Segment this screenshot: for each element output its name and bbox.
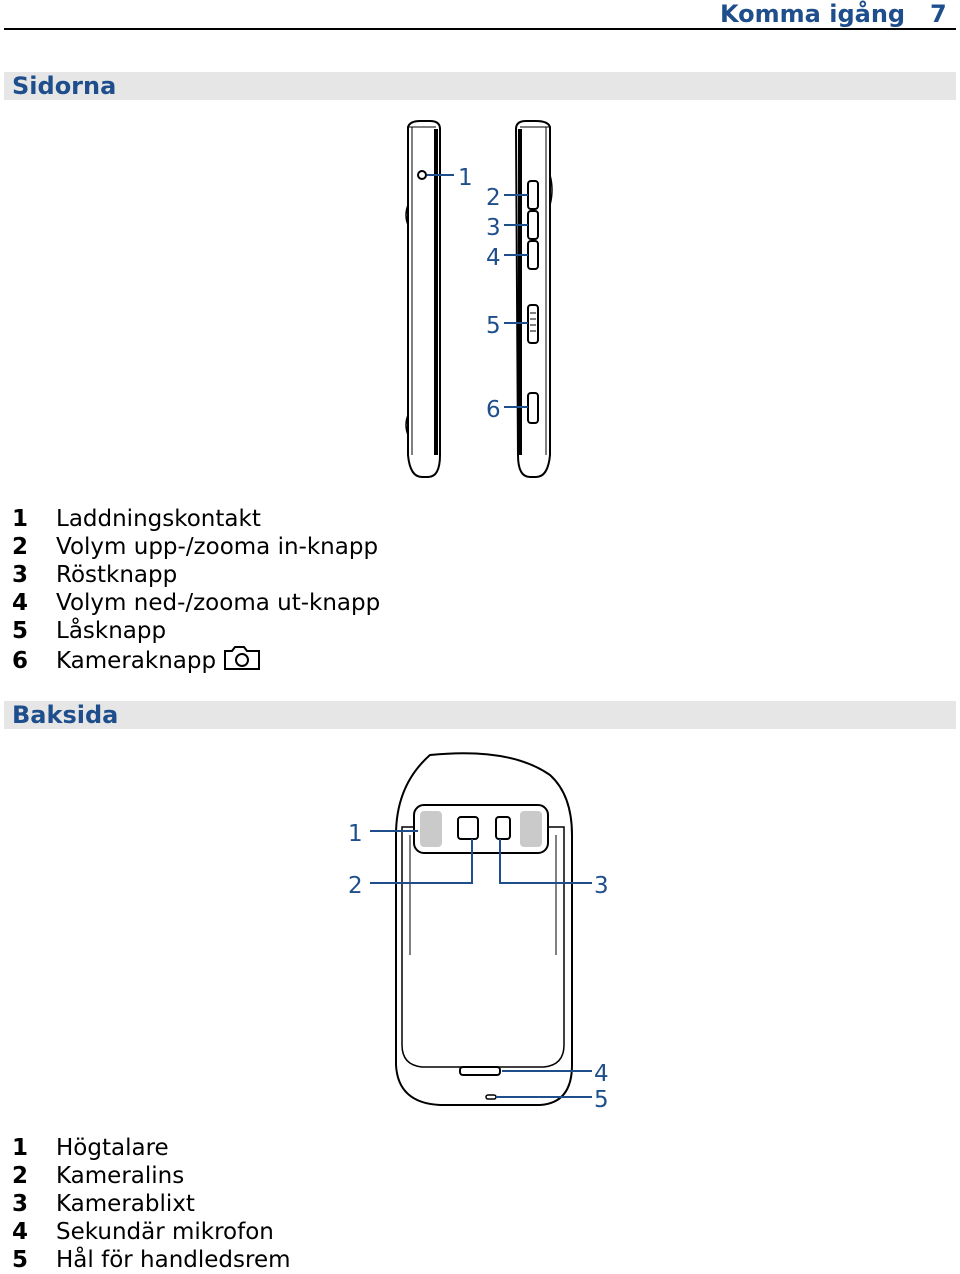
phone-side-illustration: 1 2 3 4 5 6 (405, 120, 553, 478)
legend-item: 3 Kamerablixt (12, 1190, 291, 1218)
callout-label: 5 (594, 1087, 609, 1113)
strap-hole (485, 1094, 497, 1100)
sides-legend: 1 Laddningskontakt 2 Volym upp-/zooma in-k… (12, 505, 380, 674)
legend-text: Kameralins (56, 1163, 185, 1189)
chapter-title: Komma igång (720, 0, 906, 28)
legend-number: 3 (12, 1191, 29, 1217)
legend-text: Högtalare (56, 1135, 169, 1161)
phone-left-side (405, 120, 441, 478)
legend-text: Kamerablixt (56, 1191, 195, 1217)
legend-number: 4 (12, 1219, 29, 1245)
legend-number: 5 (12, 618, 29, 644)
legend-item: 3 Röstknapp (12, 561, 380, 589)
secondary-microphone (459, 1066, 501, 1076)
phone-back-illustration: 1 2 3 4 5 (348, 752, 609, 1113)
callout-label: 2 (486, 185, 501, 211)
battery-cover (401, 826, 565, 1068)
back-legend: 1 Högtalare 2 Kameralins 3 Kamerablixt 4 Sek… (12, 1134, 291, 1274)
section-heading-sides: Sidorna (4, 72, 956, 100)
legend-number: 5 (12, 1247, 29, 1273)
camera-flash (495, 816, 511, 840)
legend-number: 6 (12, 648, 29, 674)
legend-number: 1 (12, 1135, 29, 1161)
callout-label: 1 (458, 165, 473, 191)
section-title: Baksida (12, 701, 119, 729)
legend-item: 5 Låsknapp (12, 617, 380, 645)
legend-text: Hål för handledsrem (56, 1247, 291, 1273)
legend-text: Laddningskontakt (56, 506, 261, 532)
page-number: 7 (930, 0, 947, 28)
callout-label: 6 (486, 397, 501, 423)
legend-item: 1 Laddningskontakt (12, 505, 380, 533)
section-heading-back: Baksida (4, 701, 956, 729)
legend-text: Volym upp-/zooma in-knapp (56, 534, 379, 560)
legend-item: 2 Kameralins (12, 1162, 291, 1190)
legend-number: 1 (12, 506, 29, 532)
legend-text: Sekundär mikrofon (56, 1219, 274, 1245)
legend-number: 4 (12, 590, 29, 616)
legend-text: Kameraknapp (56, 648, 217, 674)
legend-item: 1 Högtalare (12, 1134, 291, 1162)
side-buttons (527, 180, 539, 424)
section-title: Sidorna (12, 72, 117, 100)
charger-port (417, 170, 427, 180)
header-rule (4, 28, 956, 30)
phone-back-body (395, 752, 573, 1106)
legend-text: Låsknapp (56, 618, 167, 644)
legend-item: 4 Sekundär mikrofon (12, 1218, 291, 1246)
callout-label: 5 (486, 313, 501, 339)
legend-text: Volym ned-/zooma ut-knapp (56, 590, 381, 616)
callout-label: 3 (594, 873, 609, 899)
legend-text: Röstknapp (56, 562, 178, 588)
legend-item: 5 Hål för handledsrem (12, 1246, 291, 1274)
camera-icon (222, 645, 262, 678)
callout-label: 1 (348, 821, 363, 847)
legend-number: 2 (12, 1163, 29, 1189)
camera-housing (413, 804, 549, 854)
callout-label: 4 (486, 245, 501, 271)
camera-lens (457, 816, 479, 840)
legend-item: 2 Volym upp-/zooma in-knapp (12, 533, 380, 561)
callout-label: 3 (486, 215, 501, 241)
page-header: Komma igång 7 (0, 0, 960, 30)
legend-number: 3 (12, 562, 29, 588)
callout-label: 4 (594, 1061, 609, 1087)
phone-right-side (514, 120, 553, 478)
legend-item: 4 Volym ned-/zooma ut-knapp (12, 589, 380, 617)
legend-number: 2 (12, 534, 29, 560)
callout-label: 2 (348, 873, 363, 899)
legend-item: 6 Kameraknapp (12, 645, 380, 674)
